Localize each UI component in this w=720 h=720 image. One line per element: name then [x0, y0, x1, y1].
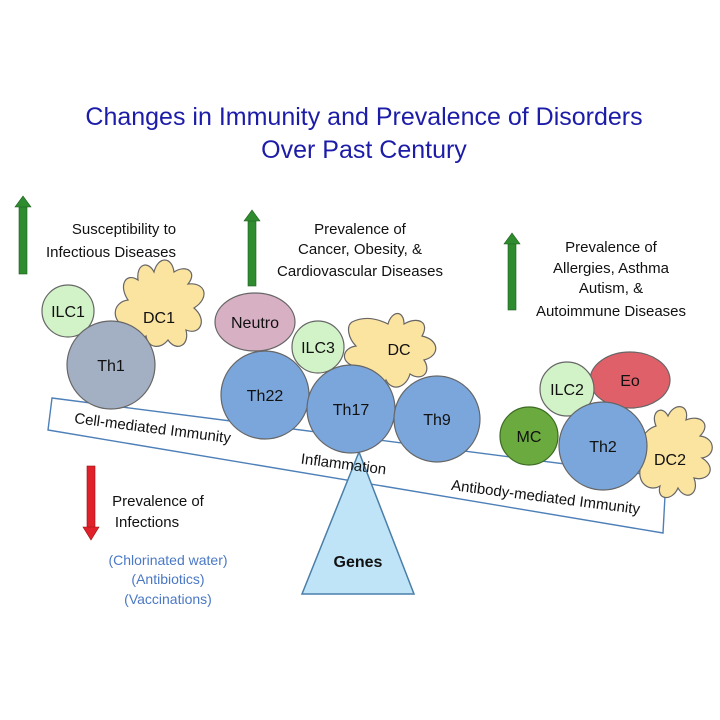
- dc-label: DC: [387, 342, 410, 359]
- cancer-label-3: Cardiovascular Diseases: [277, 263, 443, 280]
- up-arrow-icon: [503, 232, 521, 311]
- cause-chlorinated-water: (Chlorinated water): [108, 552, 227, 568]
- th9-label: Th9: [423, 412, 451, 429]
- ilc1-label: ILC1: [51, 304, 85, 321]
- cause-vaccinations: (Vaccinations): [124, 591, 212, 607]
- ilc1-cell: [41, 284, 95, 338]
- dc2-label: DC2: [654, 452, 686, 469]
- genes-fulcrum: [300, 449, 416, 595]
- mc-label: MC: [517, 429, 542, 446]
- allergies-label-4: Autoimmune Diseases: [536, 303, 686, 320]
- infectious-label-2: Infectious Diseases: [46, 244, 176, 261]
- infections-label-1: Prevalence of: [112, 493, 205, 510]
- th9-cell: [393, 375, 481, 463]
- eo-label: Eo: [620, 373, 640, 390]
- th2-label: Th2: [589, 439, 617, 456]
- neutro-cell: [214, 292, 296, 352]
- dc1-label: DC1: [143, 310, 175, 327]
- infections-label-2: Infections: [115, 514, 179, 531]
- cancer-label-2: Cancer, Obesity, &: [298, 241, 422, 258]
- cancer-label-1: Prevalence of: [314, 221, 407, 238]
- ilc2-label: ILC2: [550, 382, 584, 399]
- th1-cell: [66, 320, 156, 410]
- th1-label: Th1: [97, 358, 125, 375]
- genes-label: Genes: [334, 554, 383, 571]
- title-line-2: Over Past Century: [261, 136, 467, 164]
- mc-cell: [499, 406, 559, 466]
- up-arrow-icon: [14, 195, 32, 275]
- up-arrow-icon: [243, 209, 261, 287]
- cause-antibiotics: (Antibiotics): [131, 571, 204, 587]
- neutro-label: Neutro: [231, 315, 279, 332]
- ilc3-cell: [291, 320, 345, 374]
- ilc3-label: ILC3: [301, 340, 335, 357]
- ilc2-cell: [539, 361, 595, 417]
- title-line-1: Changes in Immunity and Prevalence of Di…: [85, 103, 642, 131]
- th22-label: Th22: [247, 388, 284, 405]
- th17-label: Th17: [333, 402, 370, 419]
- infectious-label-1: Susceptibility to: [72, 221, 176, 238]
- dc2-cell-shape: [637, 406, 713, 499]
- allergies-label-3: Autism, &: [579, 280, 643, 297]
- th2-cell: [558, 401, 648, 491]
- allergies-label-2: Allergies, Asthma: [553, 260, 670, 277]
- dc1-cell-shape: [114, 259, 205, 347]
- allergies-label-1: Prevalence of: [565, 239, 658, 256]
- down-arrow-icon: [82, 465, 100, 541]
